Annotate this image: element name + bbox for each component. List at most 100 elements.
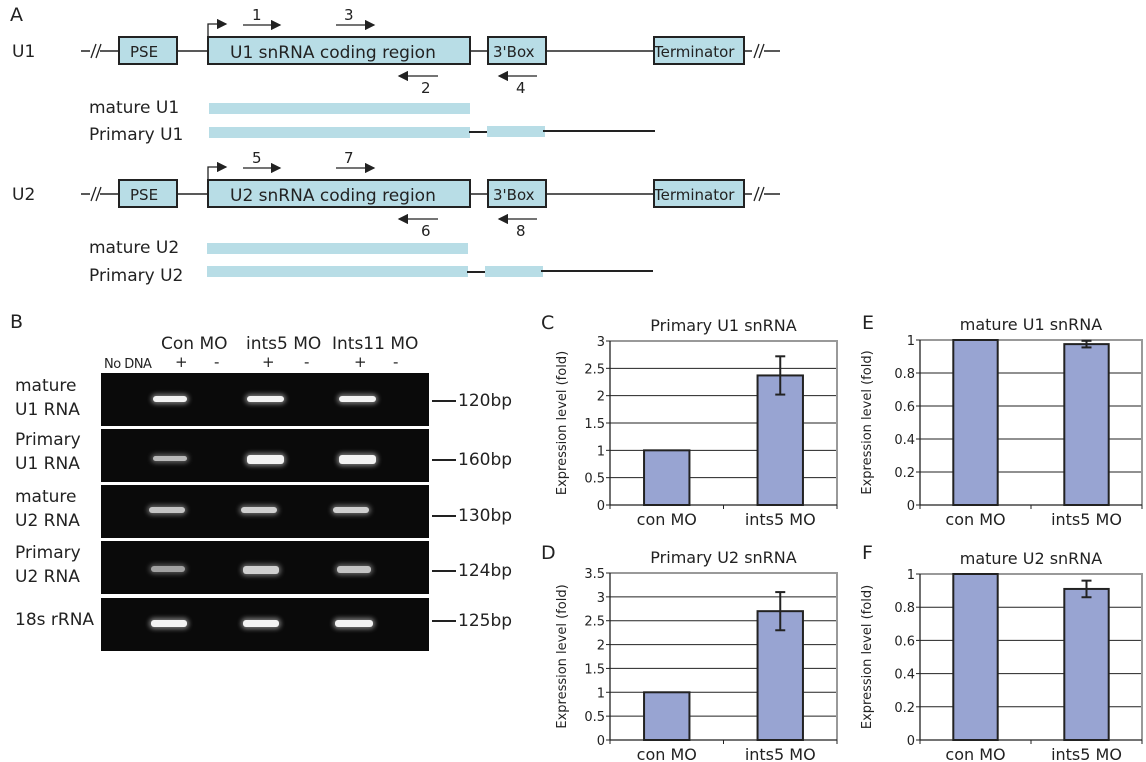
primer-label-6: 6: [421, 222, 431, 240]
gel-image: [101, 541, 429, 594]
coding-label-u1: U1 snRNA coding region: [230, 43, 436, 63]
y-tick-label: 0.5: [584, 710, 605, 725]
x-tick-label: ints5 MO: [1051, 510, 1122, 529]
panel-a-letter: A: [10, 4, 23, 26]
panel-b-letter: B: [10, 311, 24, 333]
terminator-label-u2: Terminator: [653, 186, 735, 204]
box3-u1: [487, 36, 547, 65]
terminator-box-u1: [653, 36, 745, 65]
box3-label-u1: 3'Box: [493, 43, 535, 61]
y-tick-label: 0.2: [894, 466, 915, 481]
y-axis-label: Expression level (fold): [555, 351, 570, 495]
terminator-box-u2: [653, 179, 745, 208]
primer-label-2: 2: [421, 79, 431, 97]
y-tick-label: 0.6: [894, 634, 915, 649]
y-axis-label: Expression level (fold): [860, 585, 875, 729]
size-marker: 130bp: [432, 506, 512, 526]
y-axis-label: Expression level (fold): [860, 350, 875, 494]
chart-title: mature U2 snRNA: [960, 549, 1103, 568]
chart-primary-u2: Primary U2 snRNA Expression level (fold) 0…: [555, 548, 838, 762]
bar-con-mo: [952, 573, 999, 741]
y-tick-label: 2.5: [584, 615, 605, 630]
y-tick-label: 0: [907, 499, 915, 514]
chart-mature-u2: mature U2 snRNA Expression level (fold) 0 0…: [860, 549, 1143, 762]
bar-con-mo: [643, 691, 691, 742]
bar-ints5-mo: [1063, 587, 1110, 741]
y-tick-label: 0.4: [894, 668, 915, 683]
y-tick-label: 0.5: [584, 472, 605, 487]
sign-4: -: [304, 353, 310, 371]
bar-ints5-mo: [1063, 343, 1110, 506]
y-axis-label: Expression level (fold): [555, 584, 570, 728]
gene-diagram: U1 PSE U1 snRNA coding region 3'Box Term…: [12, 6, 780, 286]
sign-1: +: [175, 353, 188, 371]
pse-label-u2: PSE: [130, 186, 158, 204]
panel-f-letter: F: [862, 542, 873, 564]
y-tick-label: 1: [907, 568, 915, 583]
x-tick-label: con MO: [637, 510, 697, 529]
sign-3: +: [262, 353, 275, 371]
y-tick-label: 2: [597, 639, 605, 654]
no-dna-label: No DNA: [104, 357, 152, 372]
bar-ints5-mo: [756, 374, 804, 506]
coding-box-u1: [207, 36, 471, 65]
y-tick-label: 0.4: [894, 433, 915, 448]
box3-label-u2: 3'Box: [493, 186, 535, 204]
pse-label-u1: PSE: [130, 43, 158, 61]
gel-image: [101, 429, 429, 482]
tss-arrow-u1: [207, 18, 228, 37]
y-tick-label: 1.5: [584, 417, 605, 432]
y-tick-label: 1: [907, 334, 915, 349]
group-label-ints11: Ints11 MO: [332, 334, 419, 354]
plot-frame: [610, 572, 838, 740]
y-tick-label: 0.8: [894, 367, 915, 382]
y-tick-label: 1: [597, 444, 605, 459]
panel-d-letter: D: [541, 542, 556, 564]
gene-name-u1: U1: [12, 42, 35, 62]
size-marker: 120bp: [432, 391, 512, 411]
chart-title: Primary U2 snRNA: [650, 548, 796, 567]
gene-name-u2: U2: [12, 185, 35, 205]
y-tick-label: 3.5: [584, 567, 605, 582]
group-label-ints5: ints5 MO: [246, 334, 322, 354]
mature-u2-label: mature U2: [89, 238, 179, 258]
y-tick-label: 2.5: [584, 362, 605, 377]
primary-u2-label: Primary U2: [89, 266, 183, 286]
bar-ints5-mo: [756, 610, 804, 741]
size-marker: 160bp: [432, 450, 512, 470]
bar-con-mo: [643, 449, 691, 506]
y-tick-label: 1: [597, 686, 605, 701]
y-tick-label: 0.2: [894, 701, 915, 716]
plot-frame: [610, 340, 838, 505]
chart-title: mature U1 snRNA: [960, 315, 1103, 334]
coding-label-u2: U2 snRNA coding region: [230, 186, 436, 206]
gene-u2: U2 PSE U2 snRNA coding region 3'Box Term…: [12, 149, 780, 286]
size-marker: 125bp: [432, 611, 512, 631]
gel-image: [101, 373, 429, 426]
x-tick-label: ints5 MO: [1051, 745, 1122, 762]
panel-c-letter: C: [541, 312, 555, 334]
y-tick-label: 0.8: [894, 601, 915, 616]
coding-box-u2: [207, 179, 471, 208]
sign-6: -: [393, 353, 399, 371]
x-tick-label: ints5 MO: [745, 745, 816, 762]
primary-u2-transcript: [207, 266, 468, 277]
y-tick-label: 1.5: [584, 662, 605, 677]
tss-arrow-u2: [207, 161, 228, 180]
y-tick-label: 3: [597, 335, 605, 350]
primer-label-7: 7: [344, 149, 354, 167]
mature-u1-label: mature U1: [89, 98, 179, 118]
mature-u2-transcript: [207, 243, 468, 254]
sign-2: -: [214, 353, 220, 371]
y-tick-label: 0: [597, 499, 605, 514]
x-tick-label: ints5 MO: [745, 510, 816, 529]
y-tick-label: 0: [907, 734, 915, 749]
primary-u1-transcript: [209, 127, 470, 138]
gene-u1: U1 PSE U1 snRNA coding region 3'Box Term…: [12, 6, 780, 145]
sign-5: +: [354, 353, 367, 371]
chart-mature-u1: mature U1 snRNA Expression level (fold) 0 0…: [860, 315, 1143, 529]
panel-e-letter: E: [862, 312, 875, 334]
